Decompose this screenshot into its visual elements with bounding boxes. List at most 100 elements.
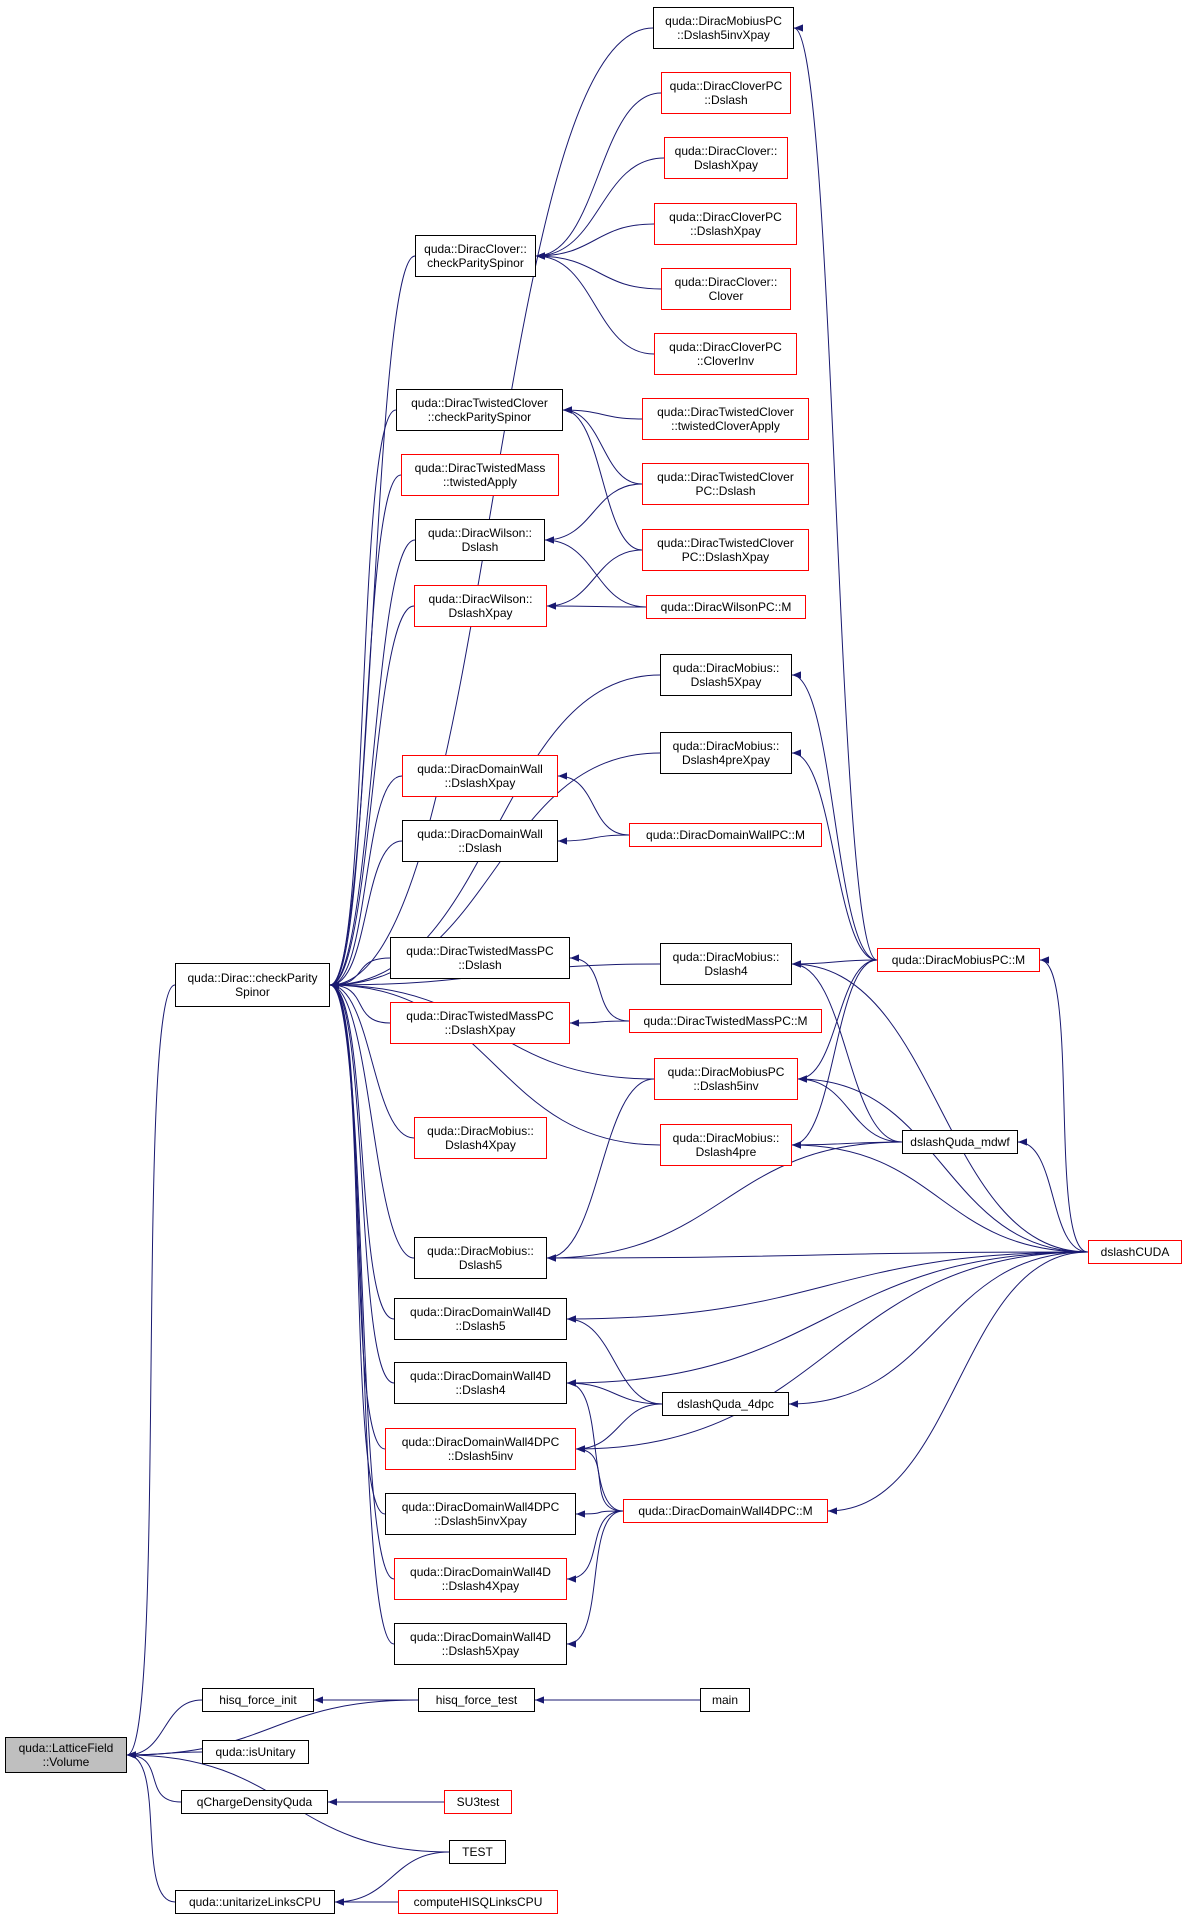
graph-node-label: quda::DiracMobius:: Dslash4preXpay [672,739,780,767]
graph-node-label: quda::DiracMobiusPC ::Dslash5invXpay [665,14,782,42]
graph-node-clovPCdslash[interactable]: quda::DiracCloverPC ::Dslash [661,72,791,114]
graph-node-mobPCM[interactable]: quda::DiracMobiusPC::M [877,948,1040,972]
edge-checkParity-to-root [126,984,176,1759]
graph-node-label: quda::DiracDomainWall4DPC ::Dslash5inv [401,1435,560,1463]
graph-node-wDslash[interactable]: quda::DiracWilson:: Dslash [415,519,545,561]
edge-tmPCdslash-to-checkParity [329,957,391,989]
graph-node-clovDXpay[interactable]: quda::DiracClover:: DslashXpay [664,137,788,179]
graph-node-qCharge[interactable]: qChargeDensityQuda [181,1790,328,1814]
graph-node-dw4dpcD5inv[interactable]: quda::DiracDomainWall4DPC ::Dslash5inv [385,1428,576,1470]
graph-node-label: dslashQuda_mdwf [910,1135,1010,1149]
edge-tcPCDXpay-to-wDXpay [546,549,643,610]
graph-node-label: quda::DiracDomainWallPC::M [646,828,805,842]
graph-node-mobD5[interactable]: quda::DiracMobius:: Dslash5 [414,1237,547,1279]
graph-node-dwPCM[interactable]: quda::DiracDomainWallPC::M [629,823,822,847]
graph-node-computeHISQ[interactable]: computeHISQLinksCPU [398,1890,558,1914]
graph-node-clovClover[interactable]: quda::DiracClover:: Clover [661,268,791,310]
edge-dslashCUDA-to-mdwf [1017,1138,1089,1253]
graph-node-clovCPS[interactable]: quda::DiracClover:: checkParitySpinor [415,235,536,277]
graph-node-su3test[interactable]: SU3test [444,1790,512,1814]
edge-dslashCUDA-to-mobPCM [1039,956,1089,1253]
edge-mobPCM-to-mobD4 [791,959,878,968]
graph-node-dw4dD4[interactable]: quda::DiracDomainWall4D ::Dslash4 [394,1362,567,1404]
graph-node-dw4dpcD5invXpay[interactable]: quda::DiracDomainWall4DPC ::Dslash5invXp… [385,1493,576,1535]
graph-node-mobD4Xpay[interactable]: quda::DiracMobius:: Dslash4Xpay [414,1117,547,1159]
graph-node-dw4dpcM[interactable]: quda::DiracDomainWall4DPC::M [623,1499,828,1523]
graph-node-root: quda::LatticeField ::Volume [5,1737,127,1773]
graph-node-label: quda::DiracDomainWall4D ::Dslash4 [410,1369,551,1397]
graph-node-hisqInit[interactable]: hisq_force_init [202,1688,314,1712]
graph-node-dwDslash[interactable]: quda::DiracDomainWall ::Dslash [402,820,558,862]
graph-node-TEST[interactable]: TEST [449,1840,506,1864]
graph-node-dw4dD4Xpay[interactable]: quda::DiracDomainWall4D ::Dslash4Xpay [394,1558,567,1600]
graph-node-label: quda::DiracDomainWall4DPC::M [638,1504,813,1518]
graph-node-label: quda::DiracTwistedClover PC::DslashXpay [657,536,794,564]
graph-node-mobPCd5invXpay[interactable]: quda::DiracMobiusPC ::Dslash5invXpay [653,7,794,49]
graph-node-tmPCDXpay[interactable]: quda::DiracTwistedMassPC ::DslashXpay [390,1002,570,1044]
graph-node-dwDXpay[interactable]: quda::DiracDomainWall ::DslashXpay [402,755,558,797]
edge-mobPCd5invXpay-to-checkParity [329,27,654,989]
graph-node-wPCM[interactable]: quda::DiracWilsonPC::M [646,595,806,619]
edge-mobPCd5inv-to-mobD5 [546,1078,655,1262]
graph-node-tmApply[interactable]: quda::DiracTwistedMass ::twistedApply [401,454,559,496]
edge-dwPCM-to-dwDXpay [557,772,630,836]
graph-node-label: quda::DiracTwistedClover PC::Dslash [657,470,794,498]
graph-node-label: quda::isUnitary [215,1745,296,1759]
edge-tmPCM-to-tmPCdslash [569,954,630,1022]
graph-node-clovPCInv[interactable]: quda::DiracCloverPC ::CloverInv [654,333,797,375]
graph-node-unitarize[interactable]: quda::unitarizeLinksCPU [175,1890,335,1914]
graph-node-label: SU3test [456,1795,500,1809]
edge-dslashCUDA-to-mobD4pre [791,1141,1089,1253]
graph-node-isUnitary[interactable]: quda::isUnitary [202,1740,309,1764]
graph-node-tcPCdslash[interactable]: quda::DiracTwistedClover PC::Dslash [642,463,809,505]
edge-hisqTest-to-root [126,1699,419,1759]
graph-node-label: quda::DiracCloverPC ::CloverInv [669,340,782,368]
graph-node-dslashCUDA[interactable]: dslashCUDA [1088,1240,1182,1264]
graph-node-mobD4[interactable]: quda::DiracMobius:: Dslash4 [660,943,792,985]
graph-node-label: main [711,1693,738,1707]
graph-node-dw4dD5Xpay[interactable]: quda::DiracDomainWall4D ::Dslash5Xpay [394,1623,567,1665]
graph-node-label: quda::DiracTwistedClover ::twistedClover… [657,405,794,433]
edge-dwPCM-to-dwDslash [557,834,630,845]
graph-node-label: quda::unitarizeLinksCPU [188,1895,322,1909]
edge-dslashCUDA-to-dw4dpcM [827,1251,1089,1515]
graph-node-tcCPS[interactable]: quda::DiracTwistedClover ::checkParitySp… [396,389,563,431]
graph-node-tmPCM[interactable]: quda::DiracTwistedMassPC::M [629,1009,822,1033]
graph-node-dw4dD5[interactable]: quda::DiracDomainWall4D ::Dslash5 [394,1298,567,1340]
edge-mobD4preXpay-to-checkParity [329,752,661,989]
graph-node-label: dslashQuda_4dpc [677,1397,774,1411]
graph-node-label: quda::DiracTwistedMassPC::M [643,1014,808,1028]
graph-node-label: quda::DiracTwistedMassPC ::Dslash [406,944,554,972]
graph-node-mobPCd5inv[interactable]: quda::DiracMobiusPC ::Dslash5inv [654,1058,798,1100]
graph-node-wDXpay[interactable]: quda::DiracWilson:: DslashXpay [414,585,547,627]
graph-node-hisqTest[interactable]: hisq_force_test [418,1688,535,1712]
edge-dw4dpcM-to-dw4dpcD5invXpay [575,1510,624,1518]
graph-node-tcApply[interactable]: quda::DiracTwistedClover ::twistedClover… [642,398,809,440]
graph-node-label: quda::DiracMobiusPC ::Dslash5inv [667,1065,785,1093]
graph-node-mobD5Xpay[interactable]: quda::DiracMobius:: Dslash5Xpay [660,654,792,696]
graph-node-tmPCdslash[interactable]: quda::DiracTwistedMassPC ::Dslash [390,937,570,979]
graph-node-label: quda::DiracWilsonPC::M [660,600,792,614]
graph-node-label: hisq_force_init [219,1693,297,1707]
graph-node-label: quda::DiracDomainWall4D ::Dslash5 [410,1305,551,1333]
graph-node-label: quda::DiracTwistedMass ::twistedApply [414,461,546,489]
edge-mobPCM-to-mobD4preXpay [791,749,878,961]
edge-dslashCUDA-to-dw4dD5 [566,1251,1089,1323]
edge-dslashCUDA-to-mobD4 [791,960,1089,1253]
edge-dwDXpay-to-checkParity [329,775,403,989]
graph-node-label: dslashCUDA [1100,1245,1170,1259]
graph-node-main[interactable]: main [700,1688,750,1712]
graph-node-label: quda::DiracMobiusPC::M [891,953,1026,967]
graph-node-label: qChargeDensityQuda [196,1795,313,1809]
graph-node-label: quda::DiracDomainWall ::DslashXpay [417,762,543,790]
graph-node-mdwf[interactable]: dslashQuda_mdwf [902,1130,1018,1154]
graph-node-mobD4pre[interactable]: quda::DiracMobius:: Dslash4pre [660,1124,792,1166]
edge-dw4dpcD5inv-to-checkParity [329,981,386,1450]
graph-node-dq4dpc[interactable]: dslashQuda_4dpc [662,1392,789,1416]
edge-unitarize-to-root [126,1751,176,1903]
graph-node-clovPCDXpay[interactable]: quda::DiracCloverPC ::DslashXpay [654,203,797,245]
graph-node-checkParity[interactable]: quda::Dirac::checkParity Spinor [175,963,330,1007]
graph-node-mobD4preXpay[interactable]: quda::DiracMobius:: Dslash4preXpay [660,732,792,774]
graph-node-tcPCDXpay[interactable]: quda::DiracTwistedClover PC::DslashXpay [642,529,809,571]
